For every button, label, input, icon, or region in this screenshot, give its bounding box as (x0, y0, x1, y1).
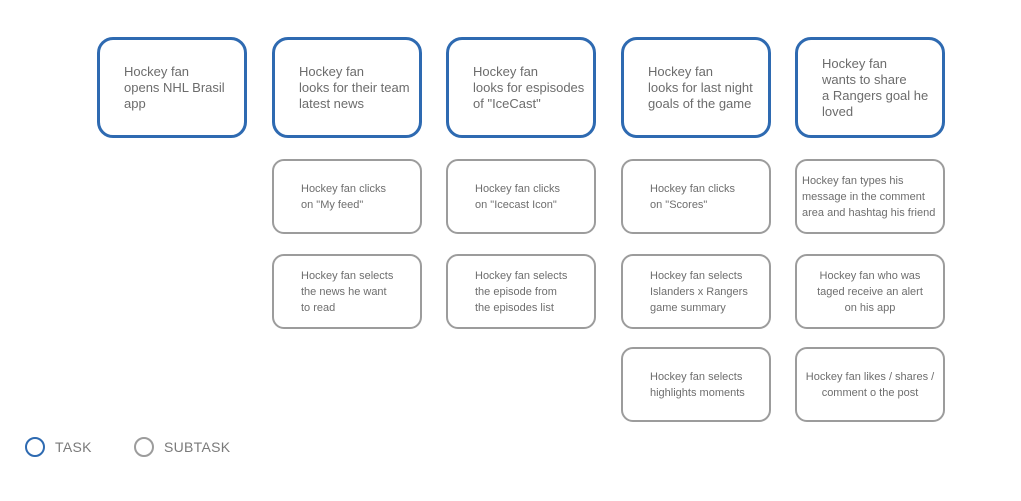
legend-task-label: TASK (55, 439, 92, 455)
subtask-card-select-highlights: Hockey fan selects highlights moments (621, 347, 771, 422)
task-card-team-news: Hockey fan looks for their team latest n… (272, 37, 422, 138)
task-circle-icon (25, 437, 45, 457)
task-card-game-goals: Hockey fan looks for last night goals of… (621, 37, 771, 138)
task-card-share-goal: Hockey fan wants to share a Rangers goal… (795, 37, 945, 138)
subtask-card-select-episode: Hockey fan selects the episode from the … (446, 254, 596, 329)
task-card-open-app: Hockey fan opens NHL Brasil app (97, 37, 247, 138)
subtask-card-click-my-feed: Hockey fan clicks on "My feed" (272, 159, 422, 234)
subtask-card-select-news: Hockey fan selects the news he want to r… (272, 254, 422, 329)
subtask-card-type-message: Hockey fan types his message in the comm… (795, 159, 945, 234)
subtask-card-click-icecast: Hockey fan clicks on "Icecast Icon" (446, 159, 596, 234)
legend-subtask: SUBTASK (134, 437, 230, 457)
task-card-icecast: Hockey fan looks for espisodes of "IceCa… (446, 37, 596, 138)
subtask-card-select-game-summary: Hockey fan selects Islanders x Rangers g… (621, 254, 771, 329)
subtask-card-like-share: Hockey fan likes / shares / comment o th… (795, 347, 945, 422)
subtask-card-click-scores: Hockey fan clicks on "Scores" (621, 159, 771, 234)
legend-task: TASK (25, 437, 92, 457)
subtask-card-receive-alert: Hockey fan who was taged receive an aler… (795, 254, 945, 329)
legend-subtask-label: SUBTASK (164, 439, 231, 455)
subtask-circle-icon (134, 437, 154, 457)
